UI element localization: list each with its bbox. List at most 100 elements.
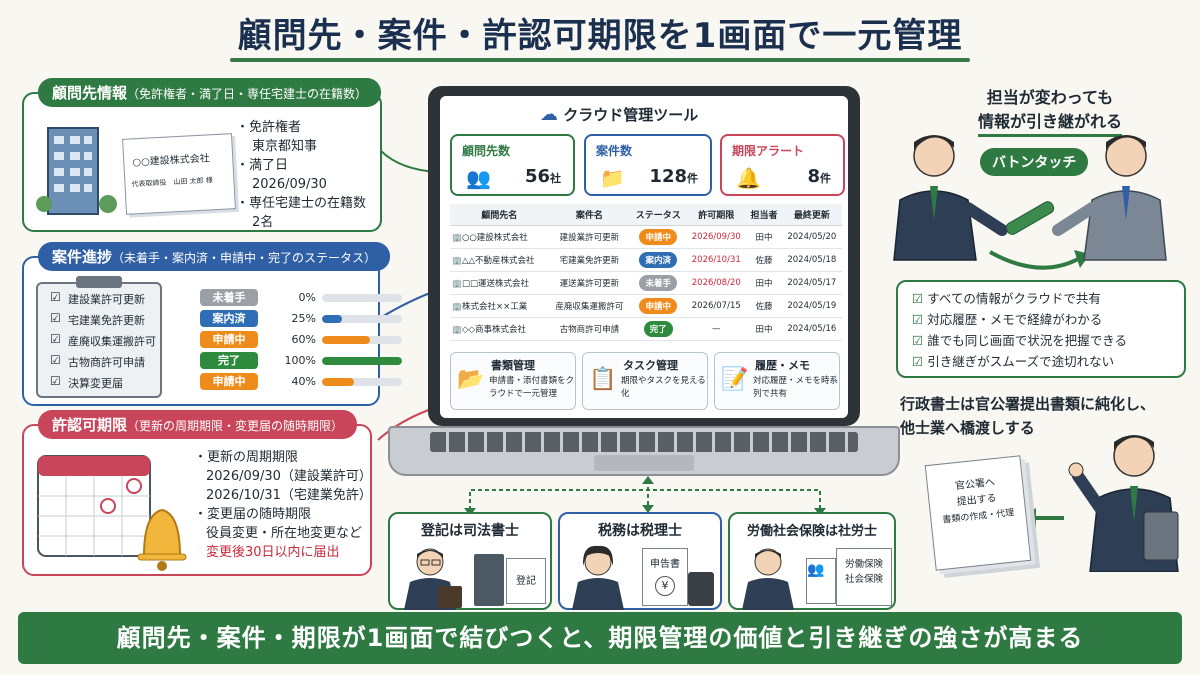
building-icon: 🏢	[452, 279, 462, 288]
case-progress-subtitle: （未着手・案内済・申請中・完了のステータス）	[112, 251, 377, 265]
benefit-item: ☑ すべての情報がクラウドで共有	[912, 288, 1127, 309]
cell-updated: 2024/05/16	[781, 317, 842, 341]
cell-status-text: 未着手	[639, 275, 677, 291]
cell-client: 🏢○○建設株式会社	[450, 225, 549, 249]
business-card: ○○建設株式会社 代表取締役 山田 太郎 様	[122, 133, 236, 215]
case-progress-title-text: 案件進捗	[52, 248, 113, 266]
tax-return-label: 申告書	[650, 559, 680, 570]
realtor-count-label: ・専任宅建士の在籍数	[236, 196, 367, 211]
cell-status: 未着手	[630, 271, 687, 295]
cell-owner-text: 佐藤	[755, 256, 773, 266]
progress-percent: 0%	[298, 291, 316, 304]
cell-owner-text: 田中	[755, 233, 773, 243]
checkbox-icon: ☑	[50, 290, 61, 304]
col-deadline[interactable]: 許可期限	[686, 204, 747, 226]
feature-documents-desc: 申請書・添付書類をクラウドで一元管理	[489, 376, 575, 399]
progress-status-badge: 未着手	[200, 289, 258, 306]
tax-accountant-title: 税務は税理士	[598, 523, 682, 539]
check-icon: ☑	[912, 354, 928, 369]
cell-client: 🏢△△不動産株式会社	[450, 248, 549, 272]
feature-tasks[interactable]: 📋 タスク管理 期限やタスクを見える化	[582, 352, 708, 410]
progress-bar	[322, 315, 402, 323]
cell-owner-text: 佐藤	[755, 302, 773, 312]
cell-updated-text: 2024/05/19	[787, 301, 837, 311]
cell-client-text: ◇◇商事株式会社	[461, 325, 527, 335]
progress-percent: 100%	[284, 354, 316, 367]
building-icon: 🏢	[452, 256, 462, 265]
page-title: 顧問先・案件・許認可期限を1画面で一元管理	[237, 16, 963, 56]
cell-case-text: 産廃収集運搬許可	[555, 302, 624, 312]
card-company: ○○建設株式会社	[132, 153, 210, 169]
adhoc-deadline-rule: 変更後30日以内に届出	[206, 545, 340, 560]
client-info-subtitle: （免許権者・満了日・専任宅建士の在籍数）	[127, 87, 368, 101]
cell-client-text: ○○建設株式会社	[461, 233, 528, 243]
cell-updated-text: 2024/05/16	[787, 324, 837, 334]
building-icon	[474, 554, 504, 606]
cell-case-text: 宅建業免許更新	[559, 256, 620, 266]
cell-status-text: 申請中	[639, 229, 677, 245]
expiry-value: 2026/09/30	[252, 177, 327, 192]
cell-deadline-text: 2026/10/31	[691, 255, 741, 265]
progress-bar	[322, 294, 402, 302]
col-status[interactable]: ステータス	[630, 204, 687, 226]
stat-alerts[interactable]: 期限アラート 🔔 8件	[720, 134, 845, 196]
scrivener-statement: 行政書士は官公署提出書類に純化し、 他士業へ橋渡しする	[900, 392, 1192, 440]
col-owner[interactable]: 担当者	[746, 204, 782, 226]
stat-clients[interactable]: 顧問先数 👥 56社	[450, 134, 575, 196]
license-deadline-panel: 許認可期限（更新の周期期限・変更届の随時期限） ・更新の周期期限 2026/09…	[22, 410, 372, 576]
stat-cases-label: 案件数	[596, 144, 633, 158]
col-client[interactable]: 顧問先名	[450, 204, 549, 226]
cell-case: 産廃収集運搬許可	[548, 294, 631, 318]
building-icon	[36, 127, 117, 215]
baton-touch-label: バトンタッチ	[980, 148, 1089, 176]
cell-deadline: 2026/07/15	[686, 294, 747, 318]
table-header-row: 顧問先名 案件名 ステータス 許可期限 担当者 最終更新	[450, 204, 842, 226]
folder-icon: 📁	[600, 166, 625, 190]
scrivener-line-1: 行政書士は官公署提出書類に純化し、	[900, 395, 1156, 413]
folder-icon: 📂	[457, 367, 485, 392]
dashboard-header: ☁ クラウド管理ツール	[540, 104, 698, 125]
cell-client-text: □□運送株式会社	[461, 279, 530, 289]
adhoc-deadline-label: ・変更届の随時期限	[194, 507, 312, 522]
cell-case-text: 運送業許可更新	[559, 279, 620, 289]
deadline-details: ・更新の周期期限 2026/09/30（建設業許可） 2026/10/31（宅建…	[194, 448, 372, 562]
building-icon: 🏢	[452, 325, 462, 334]
cell-case: 建設業許可更新	[548, 225, 631, 249]
license-deadline-subtitle: （更新の周期期限・変更届の随時期限）	[127, 419, 344, 433]
calendar-bell-icon	[37, 455, 187, 571]
col-case[interactable]: 案件名	[548, 204, 631, 226]
handover-benefits: ☑ すべての情報がクラウドで共有 ☑ 対応履歴・メモで経緯がわかる ☑ 誰でも同…	[896, 280, 1186, 378]
cell-case: 運送業許可更新	[548, 271, 631, 295]
client-info-title: 顧問先情報（免許権者・満了日・専任宅建士の在籍数）	[38, 78, 382, 107]
feature-documents[interactable]: 📂 書類管理 申請書・添付書類をクラウドで一元管理	[450, 352, 576, 410]
cell-owner: 佐藤	[746, 248, 782, 272]
cell-updated-text: 2024/05/18	[787, 255, 837, 265]
client-info-panel: 顧問先情報（免許権者・満了日・専任宅建士の在籍数） ○○建設株式会社 代表取締役…	[22, 78, 382, 232]
realtor-count-value: 2名	[252, 215, 274, 230]
col-updated[interactable]: 最終更新	[781, 204, 842, 226]
app-title: クラウド管理ツール	[563, 106, 699, 124]
cell-owner: 田中	[746, 271, 782, 295]
cell-updated-text: 2024/05/17	[787, 278, 837, 288]
check-icon: ☑	[912, 312, 928, 327]
checkbox-icon: ☑	[50, 332, 61, 346]
cyclic-deadline-1: 2026/09/30（建設業許可）	[206, 469, 372, 484]
progress-percent: 40%	[291, 375, 316, 388]
client-info-list: ・免許権者 東京都知事 ・満了日 2026/09/30 ・専任宅建士の在籍数 2…	[236, 118, 376, 232]
progress-case-name: 産廃収集運搬許可	[68, 335, 156, 348]
progress-row: ☑ 決算変更届 申請中 40%	[50, 372, 402, 392]
people-icon: 👥	[807, 562, 825, 578]
stat-clients-value: 56	[524, 166, 550, 187]
progress-status-badge: 申請中	[200, 331, 258, 348]
member-icons-document: 👥	[806, 558, 836, 604]
stat-cases[interactable]: 案件数 📁 128件	[584, 134, 712, 196]
cell-owner: 佐藤	[746, 294, 782, 318]
feature-history[interactable]: 📝 履歴・メモ 対応履歴・メモを時系列で共有	[714, 352, 840, 410]
cell-updated: 2024/05/17	[781, 271, 842, 295]
stat-alerts-label: 期限アラート	[732, 144, 805, 158]
